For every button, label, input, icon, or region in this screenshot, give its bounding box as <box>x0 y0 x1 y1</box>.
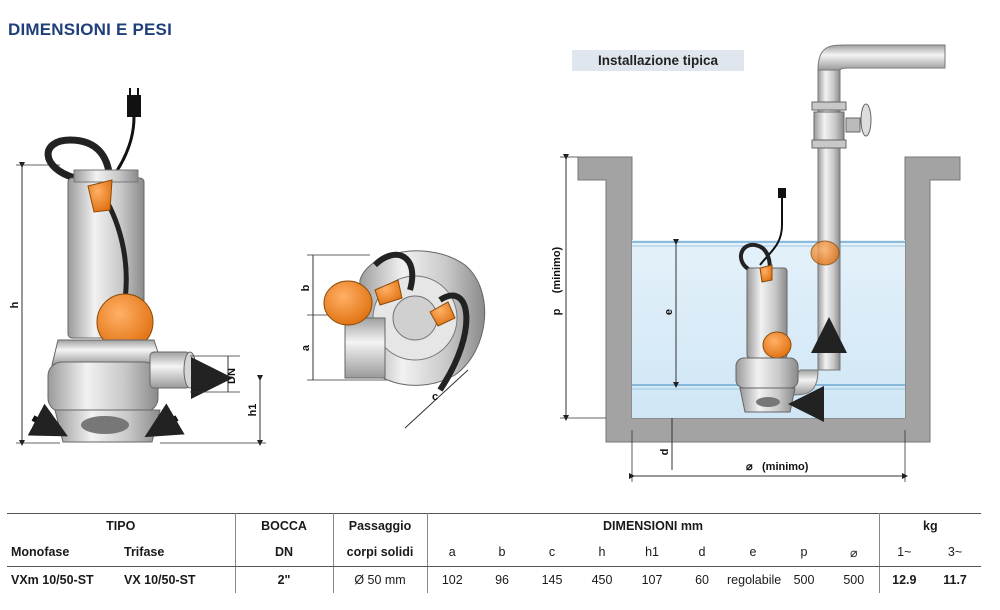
header-tipo: TIPO <box>7 513 236 538</box>
header-col-h: h <box>577 538 628 567</box>
header-passaggio-2: corpi solidi <box>333 538 428 567</box>
cell-h: 450 <box>591 573 613 587</box>
header-col-diameter: ⌀ <box>829 538 880 567</box>
header-col-d: d <box>677 538 728 567</box>
technical-drawing: h DN h1 <box>9 44 961 482</box>
dim-b-label: b <box>300 284 312 291</box>
cell-kg-mono: 12.9 <box>892 573 917 587</box>
pump-top-view: b a c <box>300 250 486 429</box>
header-kg-tri: 3~ <box>929 538 982 567</box>
table-row: VXm 10/50-ST VX 10/50-ST 2" Ø 50 mm 102 … <box>7 566 981 593</box>
cell-a: 102 <box>441 573 463 587</box>
dim-p-label: p <box>551 308 563 315</box>
header-kg-mono: 1~ <box>879 538 930 567</box>
cell-passaggio: Ø 50 mm <box>333 566 428 593</box>
header-col-c: c <box>527 538 578 567</box>
header-dimensioni: DIMENSIONI mm <box>427 513 880 538</box>
dim-c-label: c <box>432 391 438 403</box>
header-passaggio-1: Passaggio <box>333 513 428 538</box>
installation-label: Installazione tipica <box>572 50 744 71</box>
dim-dn-label: DN <box>226 368 238 384</box>
dim-h-label: h <box>9 301 21 308</box>
cell-p: 500 <box>793 573 815 587</box>
cell-bocca: 2" <box>235 566 334 593</box>
cell-trifase: VX 10/50-ST <box>120 566 236 593</box>
dim-d-label: d <box>659 449 671 456</box>
header-col-h1: h1 <box>627 538 678 567</box>
pump-side-view: h DN h1 <box>9 88 266 446</box>
header-monofase: Monofase <box>7 538 120 567</box>
header-dn: DN <box>235 538 334 567</box>
cell-e: regolabile <box>727 573 782 587</box>
installation-diagram: p (minimo) e d ⌀ (minimo) <box>551 44 961 482</box>
cell-diameter: 500 <box>829 566 880 593</box>
dim-e-label: e <box>663 309 675 315</box>
dim-p-minimo-label: (minimo) <box>551 246 563 293</box>
header-col-b: b <box>477 538 528 567</box>
header-col-p: p <box>779 538 830 567</box>
dim-diameter-symbol: ⌀ <box>746 461 753 473</box>
page-title: DIMENSIONI E PESI <box>8 20 172 39</box>
cell-d: 60 <box>695 573 709 587</box>
plug-icon <box>127 95 141 117</box>
cell-h1: 107 <box>641 573 663 587</box>
header-kg: kg <box>879 513 982 538</box>
dimensions-table: TIPO BOCCA Passaggio DIMENSIONI mm kg Mo… <box>7 513 982 593</box>
dim-diameter-minimo-label: (minimo) <box>762 461 809 473</box>
header-col-e: e <box>727 538 780 567</box>
header-trifase: Trifase <box>120 538 236 567</box>
cell-b: 96 <box>495 573 509 587</box>
cell-kg-tri: 11.7 <box>943 573 967 587</box>
header-col-a: a <box>427 538 478 567</box>
dim-a-label: a <box>300 344 312 351</box>
dim-h1-label: h1 <box>247 404 259 417</box>
cell-monofase: VXm 10/50-ST <box>11 573 94 587</box>
cell-c: 145 <box>541 573 563 587</box>
header-bocca: BOCCA <box>235 513 334 538</box>
